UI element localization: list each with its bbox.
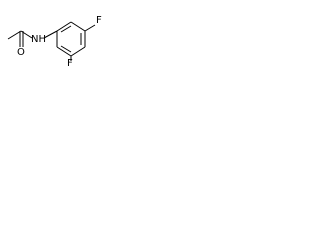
ring-bond-1 — [56, 21, 72, 32]
bond-methyl-carbonyl — [7, 30, 22, 40]
ring-inner-double-3 — [60, 45, 72, 53]
atom-label-oxygen: O — [17, 47, 25, 58]
atom-label-nitrogen-h: NH — [31, 34, 46, 45]
bond-nitrogen-ring — [43, 30, 58, 39]
bond-ring-fluorine-para — [84, 24, 96, 32]
atom-label-fluorine-para: F — [96, 15, 102, 26]
molecule-structure: O NH F F — [7, 15, 102, 66]
ring-bond-5 — [56, 46, 72, 57]
structural-formula-diagram: O NH F F — [0, 0, 109, 66]
ring-inner-double-1 — [60, 25, 72, 33]
atom-label-fluorine-ortho: F — [67, 58, 73, 66]
bond-carbonyl-nitrogen — [20, 30, 33, 39]
ring-bond-2 — [70, 21, 86, 32]
ring-bond-4 — [70, 46, 86, 57]
